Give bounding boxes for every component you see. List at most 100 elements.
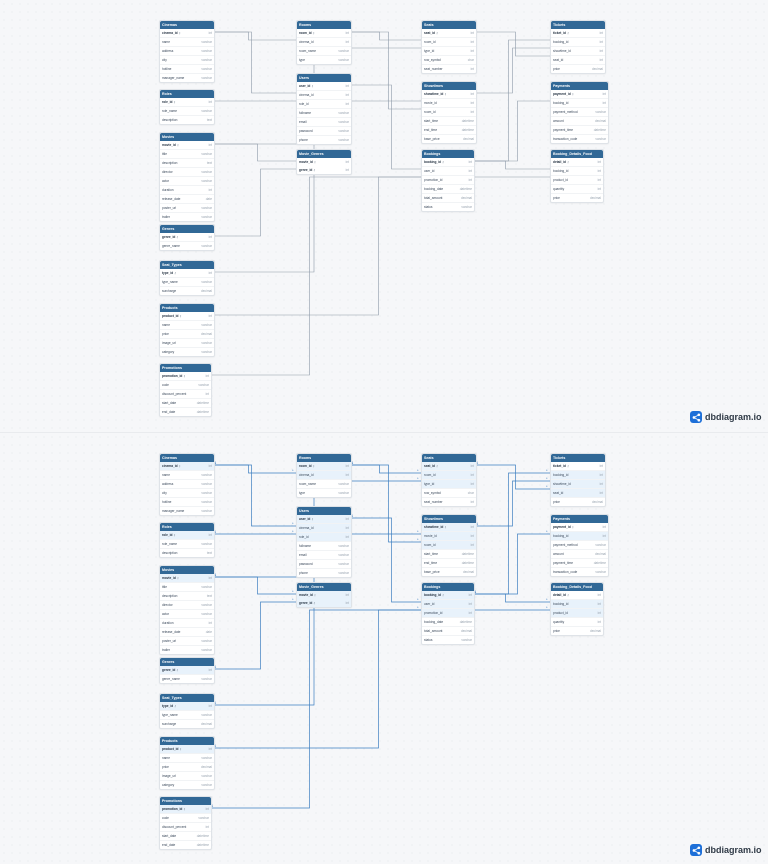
table-header[interactable]: Tickets bbox=[551, 454, 605, 462]
table-header[interactable]: Roles bbox=[160, 90, 214, 98]
table-header[interactable]: Seats bbox=[422, 21, 476, 29]
table-header[interactable]: Movie_Genres bbox=[297, 150, 351, 158]
field-row[interactable]: payment_id⚷int bbox=[551, 523, 608, 531]
field-row[interactable]: ticket_id⚷int bbox=[551, 462, 605, 470]
table-header[interactable]: Products bbox=[160, 737, 214, 745]
field-row[interactable]: promotion_id⚷int bbox=[160, 805, 211, 813]
field-row[interactable]: product_id⚷int bbox=[160, 745, 214, 753]
table-header[interactable]: Genres bbox=[160, 658, 214, 666]
table-header[interactable]: Payments bbox=[551, 82, 608, 90]
field-row[interactable]: payment_id⚷int bbox=[551, 90, 608, 98]
table-header[interactable]: Seat_Types bbox=[160, 694, 214, 702]
table-header[interactable]: Payments bbox=[551, 515, 608, 523]
table-header[interactable]: Promotions bbox=[160, 797, 211, 805]
field-row[interactable]: showtime_id⚷int bbox=[422, 523, 476, 531]
table-header[interactable]: Roles bbox=[160, 523, 214, 531]
field-row[interactable]: movie_id⚷int bbox=[297, 591, 351, 599]
table-header[interactable]: Users bbox=[297, 507, 351, 515]
field-row[interactable]: role_id⚷int bbox=[160, 531, 214, 539]
field-row[interactable]: user_id⚷int bbox=[297, 82, 351, 90]
table-header[interactable]: Rooms bbox=[297, 21, 351, 29]
field-row[interactable]: seat_id⚷int bbox=[422, 462, 476, 470]
table-header[interactable]: Booking_Details_Food bbox=[551, 150, 603, 158]
field-row[interactable]: seat_id⚷int bbox=[422, 29, 476, 37]
table-header[interactable]: Showtimes bbox=[422, 82, 476, 90]
field-row[interactable]: role_id⚷int bbox=[160, 98, 214, 106]
field-row[interactable]: promotion_id⚷int bbox=[160, 372, 211, 380]
field-row[interactable]: movie_id⚷int bbox=[160, 574, 214, 582]
field-row[interactable]: showtime_id⚷int bbox=[422, 90, 476, 98]
table-header[interactable]: Showtimes bbox=[422, 515, 476, 523]
table-header[interactable]: Movie_Genres bbox=[297, 583, 351, 591]
